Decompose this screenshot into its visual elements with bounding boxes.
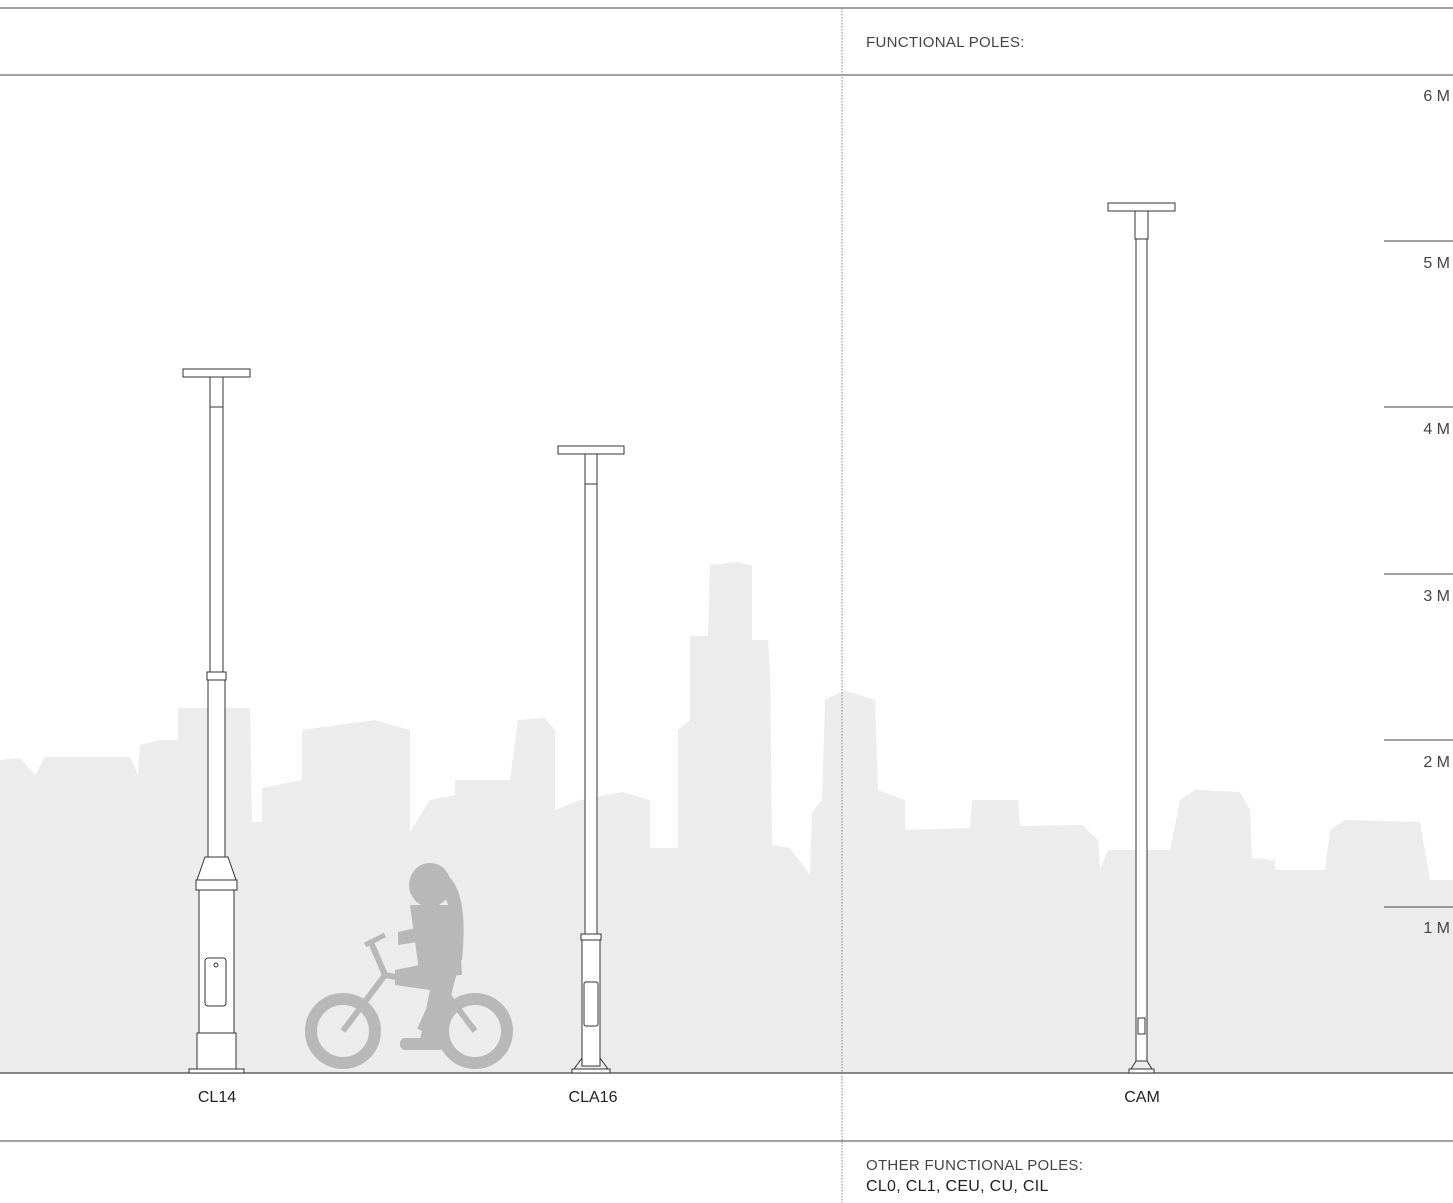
city-skyline-silhouette	[0, 562, 1453, 1073]
other-poles-list: CL0, CL1, CEU, CU, CIL	[866, 1178, 1049, 1195]
pole-label-cam: CAM	[1124, 1089, 1160, 1106]
scale-label-3m: 3 M	[1423, 588, 1450, 605]
other-poles-heading: OTHER FUNCTIONAL POLES:	[866, 1157, 1084, 1174]
pole-label-cla16: CLA16	[568, 1089, 618, 1106]
pole-cam-drawing	[1107, 202, 1176, 1074]
functional-poles-heading: FUNCTIONAL POLES:	[866, 34, 1025, 51]
pole-label-cl14: CL14	[197, 1089, 237, 1106]
scale-label-6m: 6 M	[1423, 88, 1450, 105]
scale-label-4m: 4 M	[1423, 421, 1450, 438]
scale-label-2m: 2 M	[1423, 754, 1450, 771]
scale-label-5m: 5 M	[1423, 255, 1450, 272]
pole-cl14-drawing	[182, 368, 251, 1074]
scale-label-1m: 1 M	[1423, 920, 1450, 937]
pole-cla16-drawing	[557, 445, 625, 1074]
child-figure	[395, 863, 464, 1050]
